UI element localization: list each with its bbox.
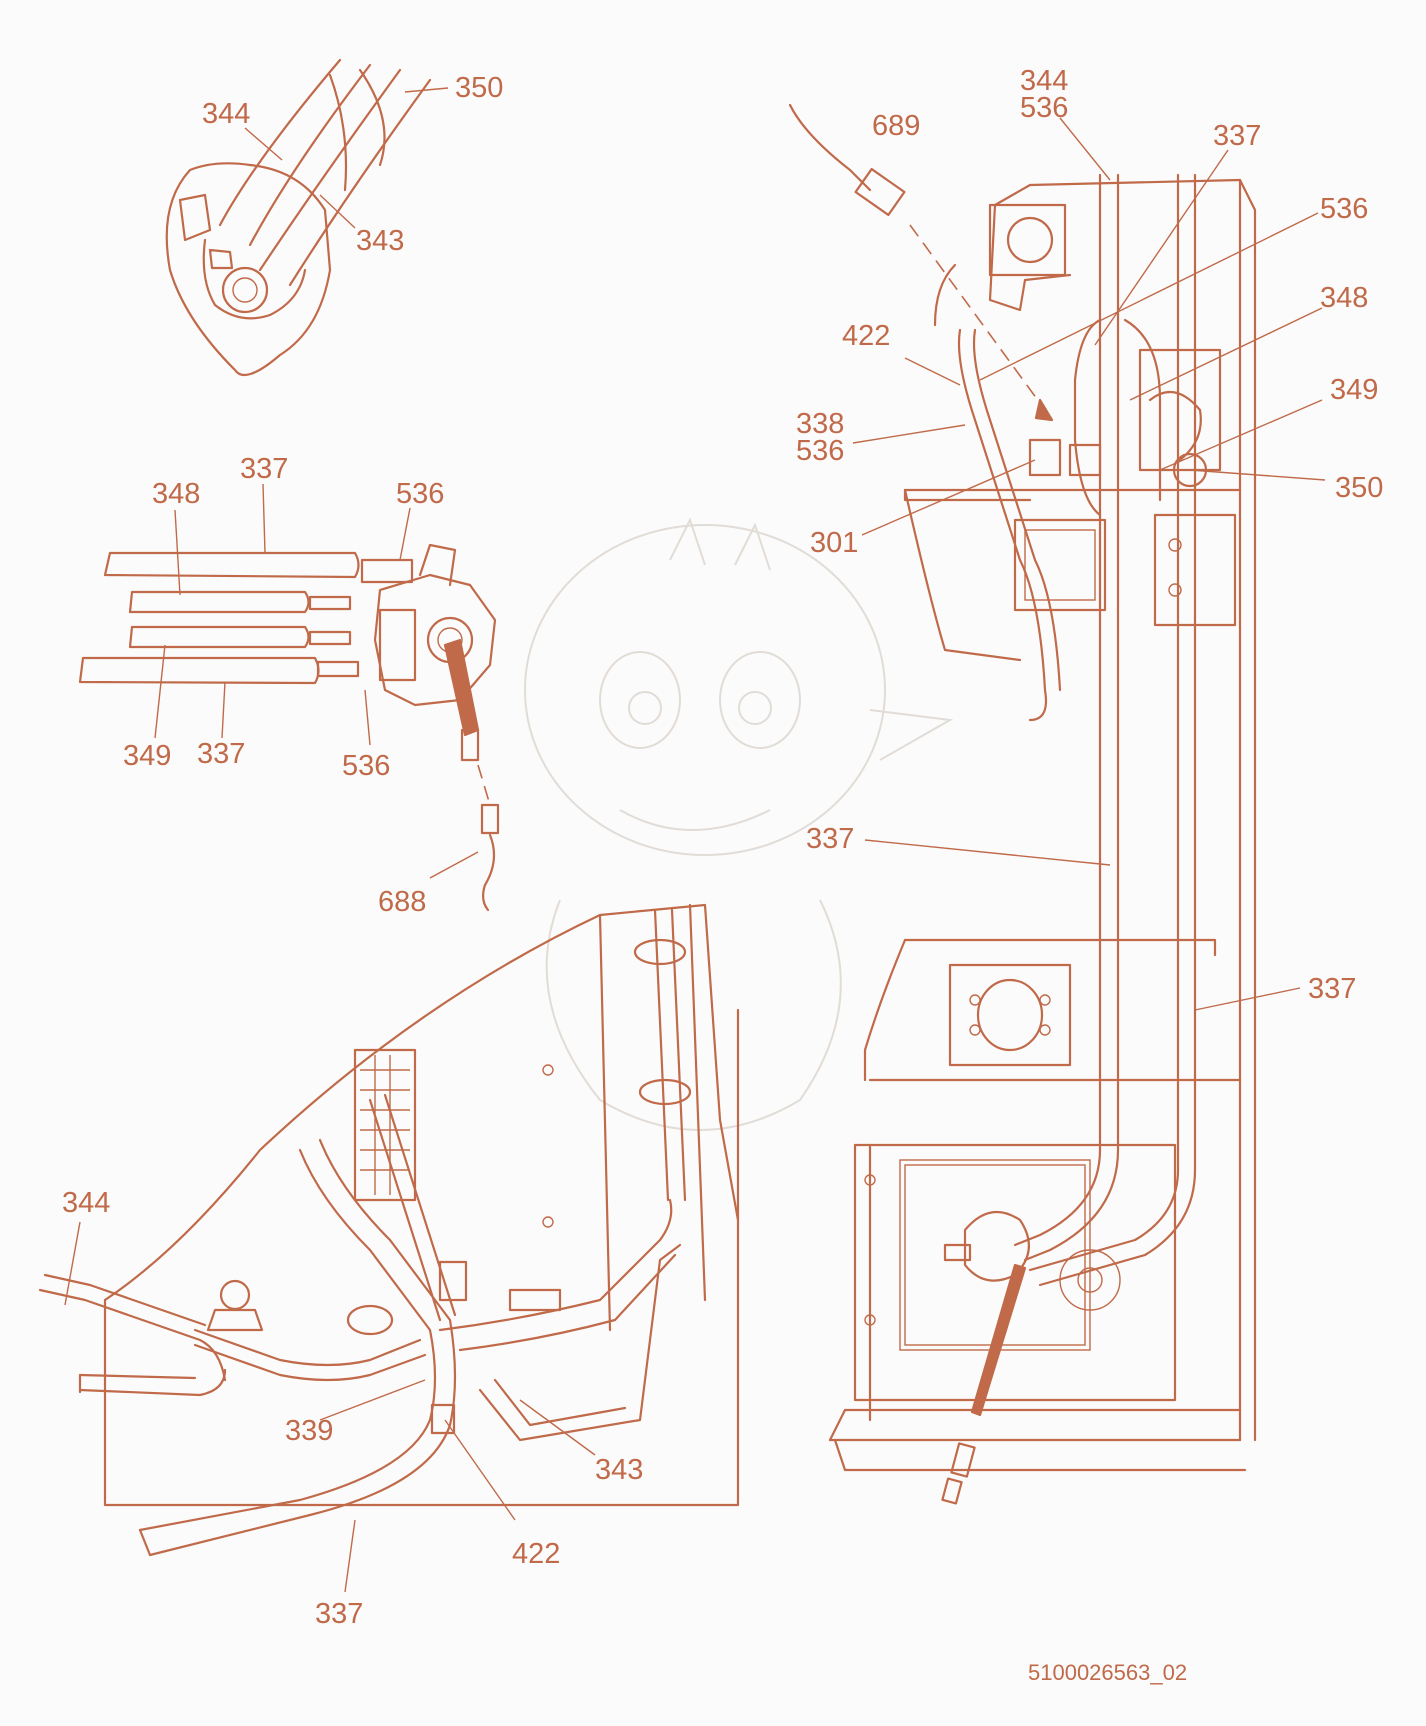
callout-labels: 350 344 343 689 344 536 337 536 348 422 … <box>62 65 1383 1630</box>
document-number: 5100026563_02 <box>1028 1660 1187 1685</box>
callout-337-right-b: 337 <box>1308 973 1356 1005</box>
main-boiler-assembly <box>788 103 1326 1505</box>
callout-422-right: 422 <box>842 320 890 352</box>
callout-536-left-b: 536 <box>342 750 390 782</box>
callout-344-right: 344 <box>1020 65 1068 97</box>
callout-350-right: 350 <box>1335 472 1383 504</box>
callout-349-left: 349 <box>123 740 171 772</box>
callout-344-top: 344 <box>202 98 250 130</box>
watermark-mascot <box>524 517 954 1131</box>
callout-337-left-b: 337 <box>197 738 245 770</box>
callout-338-right: 338 <box>796 408 844 440</box>
callout-343-bottom: 343 <box>595 1454 643 1486</box>
callout-337-right-a: 337 <box>1213 120 1261 152</box>
callout-422-bottom: 422 <box>512 1538 560 1570</box>
callout-337-bottom: 337 <box>315 1598 363 1630</box>
detail-hose-junction <box>165 58 449 377</box>
callout-689: 689 <box>872 110 920 142</box>
callout-536-right-c: 536 <box>796 435 844 467</box>
callout-536-right-a: 536 <box>1020 92 1068 124</box>
callout-536-left-a: 536 <box>396 478 444 510</box>
callout-688: 688 <box>378 886 426 918</box>
callout-348-left: 348 <box>152 478 200 510</box>
callout-343-top: 343 <box>356 225 404 257</box>
callout-349-right: 349 <box>1330 374 1378 406</box>
callout-350-top: 350 <box>455 72 503 104</box>
detail-lower-cutaway <box>38 903 740 1593</box>
callout-301: 301 <box>810 527 858 559</box>
callout-337-left-a: 337 <box>240 453 288 485</box>
callout-536-right-b: 536 <box>1320 193 1368 225</box>
detail-valve-block <box>78 483 500 912</box>
callout-348-right: 348 <box>1320 282 1368 314</box>
callout-339: 339 <box>285 1415 333 1447</box>
callout-337-middle: 337 <box>806 823 854 855</box>
callout-344-bottom-left: 344 <box>62 1187 110 1219</box>
